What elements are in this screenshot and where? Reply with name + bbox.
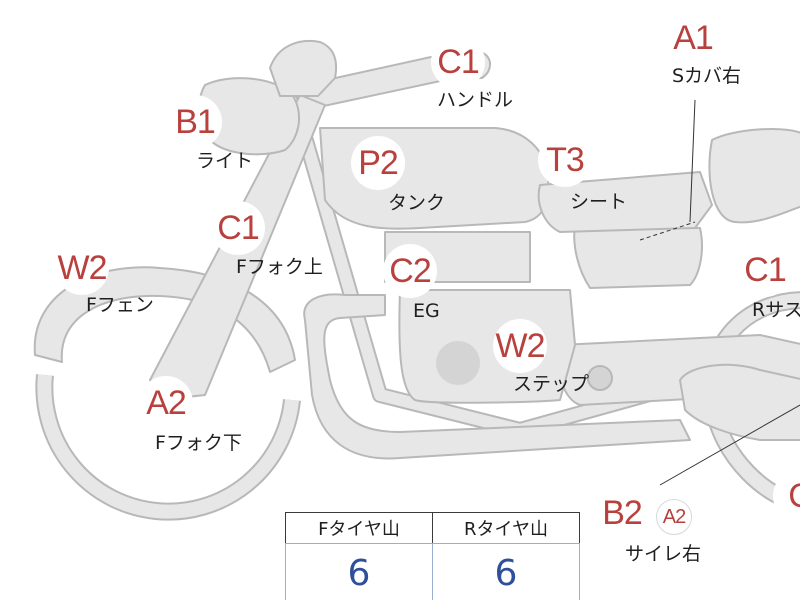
header-front-tire: Fタイヤ山 [285,512,433,544]
grade-muffler-r: B2 [595,486,649,540]
muffler-end-shape [679,363,800,441]
grade-step: W2 [493,319,547,373]
grade-fork-upper: C1 [211,201,265,255]
grade-seat: T3 [538,133,592,187]
step-peg-shape [587,365,613,391]
label-fork-lower: Fフォク下 [155,432,242,454]
value-rear-tire: 6 [432,543,580,600]
rear-fender-shape [708,127,800,224]
label-light: ライト [196,150,254,172]
leader-line-side-cover [689,99,696,223]
label-side-cover-r: Sカバ右 [672,65,742,87]
front-wheel-inner [37,374,299,519]
label-rear-sus: Rサス [752,299,800,321]
grade-light: B1 [168,95,222,149]
tire-table-header-row: Fタイヤ山 Rタイヤ山 [285,512,580,544]
leader-line-muffler [659,404,800,486]
grade-handle: C1 [431,35,485,89]
header-rear-tire: Rタイヤ山 [432,512,580,544]
leader-line-side-cover-dash [639,221,696,241]
label-handle: ハンドル [437,89,514,111]
seat-shape [537,171,713,233]
grade-muffler-r-sub: A2 [656,499,692,535]
grade-side-cover-r: A1 [666,11,720,65]
label-step: ステップ [513,373,590,395]
meter-shape [269,40,338,97]
tire-table-value-row: 6 6 [285,543,580,600]
label-muffler-r: サイレ右 [625,543,702,565]
grade-front-fender: W2 [55,241,109,295]
exhaust-shape [303,293,691,460]
label-front-fender: Fフェン [86,294,154,316]
grade-engine: C2 [383,244,437,298]
tire-tread-table: Fタイヤ山 Rタイヤ山 6 6 [285,512,580,600]
label-seat: シート [570,191,628,213]
engine-cover-shape [436,341,480,385]
grade-tank: P2 [351,136,405,190]
grade-rear-sus: C1 [738,243,792,297]
frame-cradle-inner [294,118,702,436]
value-front-tire: 6 [285,543,433,600]
label-engine: EG [413,300,440,322]
grade-fork-lower: A2 [139,376,193,430]
label-fork-upper: Fフォク上 [236,256,323,278]
label-tank: タンク [388,192,446,214]
side-cover-shape [573,224,703,289]
